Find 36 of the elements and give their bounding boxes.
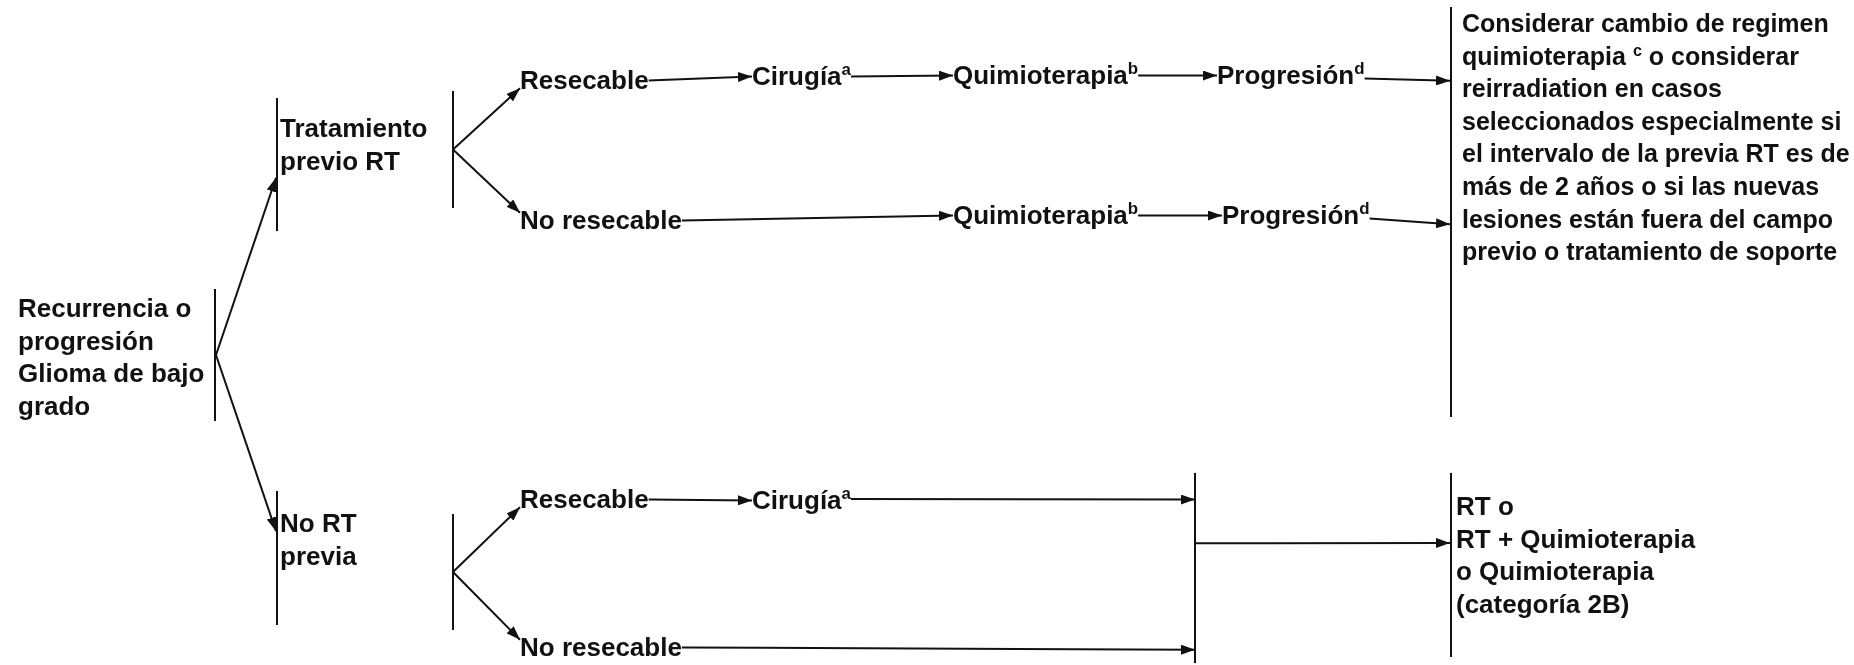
step-text: o Quimioterapia	[1456, 555, 1654, 588]
step-label: Resecable	[520, 484, 649, 515]
arrow	[215, 176, 277, 356]
step-label: Progresión$^{d}$	[1217, 60, 1365, 91]
step-label: Quimioterapia$^{b}$	[953, 200, 1139, 231]
step-text: Tratamiento previo RT	[280, 112, 429, 178]
arrow	[452, 571, 521, 641]
step-text: RT o	[1456, 490, 1514, 523]
bracket-line	[1450, 7, 1850, 417]
arrow	[452, 148, 521, 214]
step-text: Recurrencia o progresión Glioma de bajo grado	[18, 292, 206, 423]
arrow	[452, 506, 521, 573]
step-text: Considerar cambio de regimen quimioterapia $^{c}$ o considerar reirradiation en casos seleccionados especialmente si el intervalo de la previa RT es de más de 2 años o si las nuevas lesiones están fuera del campo previo o tratamiento de soporte	[1462, 8, 1850, 268]
arrow	[680, 210, 954, 222]
step-label: Cirugía$^{a}$	[752, 485, 851, 516]
step-label: No resecable	[520, 205, 682, 236]
step-text: RT + Quimioterapia	[1456, 522, 1696, 556]
arrow	[647, 72, 753, 83]
arrow	[1194, 537, 1451, 548]
arrow	[452, 87, 521, 151]
arrow	[1363, 75, 1451, 86]
arrow	[850, 494, 1196, 505]
arrow	[1368, 217, 1451, 229]
step-text: (categoría 2B)	[1456, 587, 1630, 621]
step-label: Resecable	[520, 65, 649, 96]
step-label: Quimioterapia$^{b}$	[953, 60, 1139, 91]
step-label: Cirugía$^{a}$	[752, 61, 851, 92]
step-label: Progresión$^{d}$	[1222, 200, 1370, 231]
arrow	[680, 644, 1196, 655]
arrow	[1137, 70, 1218, 81]
arrow	[647, 495, 753, 506]
step-text: No RT previa	[280, 507, 358, 573]
step-label: No resecable	[520, 632, 682, 663]
arrow	[850, 70, 954, 81]
arrow	[215, 354, 277, 533]
arrow	[1137, 210, 1223, 221]
